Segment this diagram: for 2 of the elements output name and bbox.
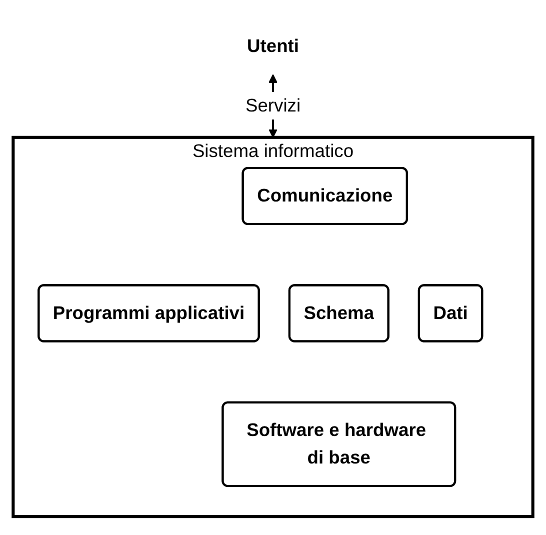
node-text: Utenti [247,36,299,56]
cluster [12,136,534,518]
